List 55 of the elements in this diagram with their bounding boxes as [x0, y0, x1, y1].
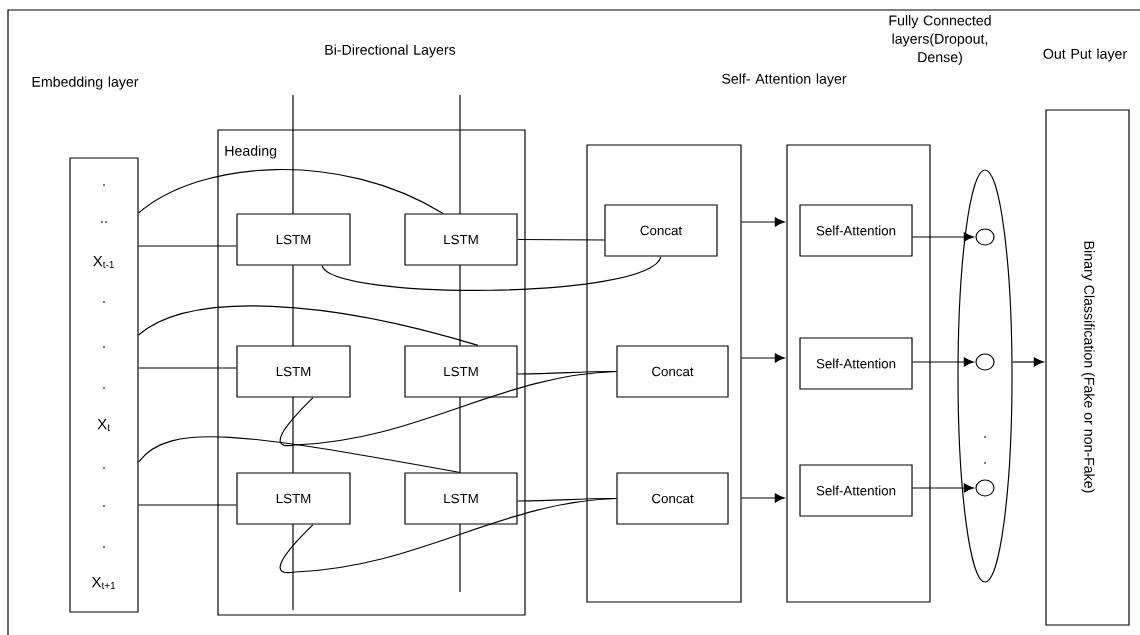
arrow: [741, 353, 785, 363]
process-box: LSTM: [404, 345, 518, 398]
layer-title: Embedding layer: [32, 76, 139, 90]
attention-panel: [786, 144, 931, 603]
ellipsis-dot: .: [984, 436, 986, 438]
sequence-label: ..: [101, 221, 107, 223]
layer-title: Out Put layer: [1043, 48, 1127, 62]
neuron-circle: [975, 479, 995, 497]
sequence-label: X$_{t-1}$: [93, 255, 114, 269]
sequence-label: .: [103, 184, 105, 186]
arrow: [741, 217, 785, 227]
process-box: LSTM: [404, 213, 518, 266]
sequence-label: X$_{t}$: [97, 418, 110, 432]
connector-line: [517, 238, 605, 241]
ellipsis-dot: .: [984, 462, 986, 464]
neuron-ellipse: [957, 169, 1013, 583]
concat-panel: [586, 144, 742, 603]
connector-line: [279, 497, 617, 574]
process-box: Concat: [616, 345, 729, 398]
process-box: LSTM: [236, 213, 351, 266]
process-box: LSTM: [404, 472, 518, 525]
connector-line: [138, 305, 479, 346]
process-box: Self-Attention: [799, 464, 913, 517]
process-box: LSTM: [236, 345, 351, 398]
connector-line: [138, 367, 237, 369]
sequence-label: .: [103, 301, 105, 303]
connector-line: [138, 436, 461, 473]
process-box: Concat: [616, 472, 729, 525]
arrow: [912, 357, 974, 367]
layer-title: Fully Connected layers(Dropout, Dense): [889, 15, 991, 65]
connector-line: [138, 245, 237, 247]
arrow: [912, 232, 974, 242]
neuron-circle: [975, 228, 995, 246]
process-box: Concat: [604, 204, 718, 257]
heading-label: Heading: [225, 145, 277, 159]
arrow: [912, 483, 974, 493]
neuron-circle: [975, 353, 995, 371]
layer-title: Self- Attention layer: [722, 73, 847, 87]
sequence-label: .: [103, 387, 105, 389]
connector-line: [279, 370, 617, 447]
sequence-label: .: [103, 546, 105, 548]
process-box: LSTM: [236, 472, 351, 525]
sequence-label: .: [103, 467, 105, 469]
sequence-label: .: [103, 346, 105, 348]
connector-line: [138, 504, 237, 506]
process-box: Self-Attention: [799, 204, 913, 257]
sequence-label: X$_{t+1}$: [91, 576, 116, 590]
layer-title: Bi-Directional Layers: [325, 44, 456, 58]
sequence-label: .: [103, 505, 105, 507]
arrow: [741, 493, 785, 503]
arrow: [1012, 357, 1044, 367]
output-box: Binary Classification (Fake or non-Fake): [1045, 109, 1130, 626]
connector-line: [321, 256, 662, 291]
connector-line: [138, 168, 444, 214]
process-box: Self-Attention: [799, 337, 913, 390]
